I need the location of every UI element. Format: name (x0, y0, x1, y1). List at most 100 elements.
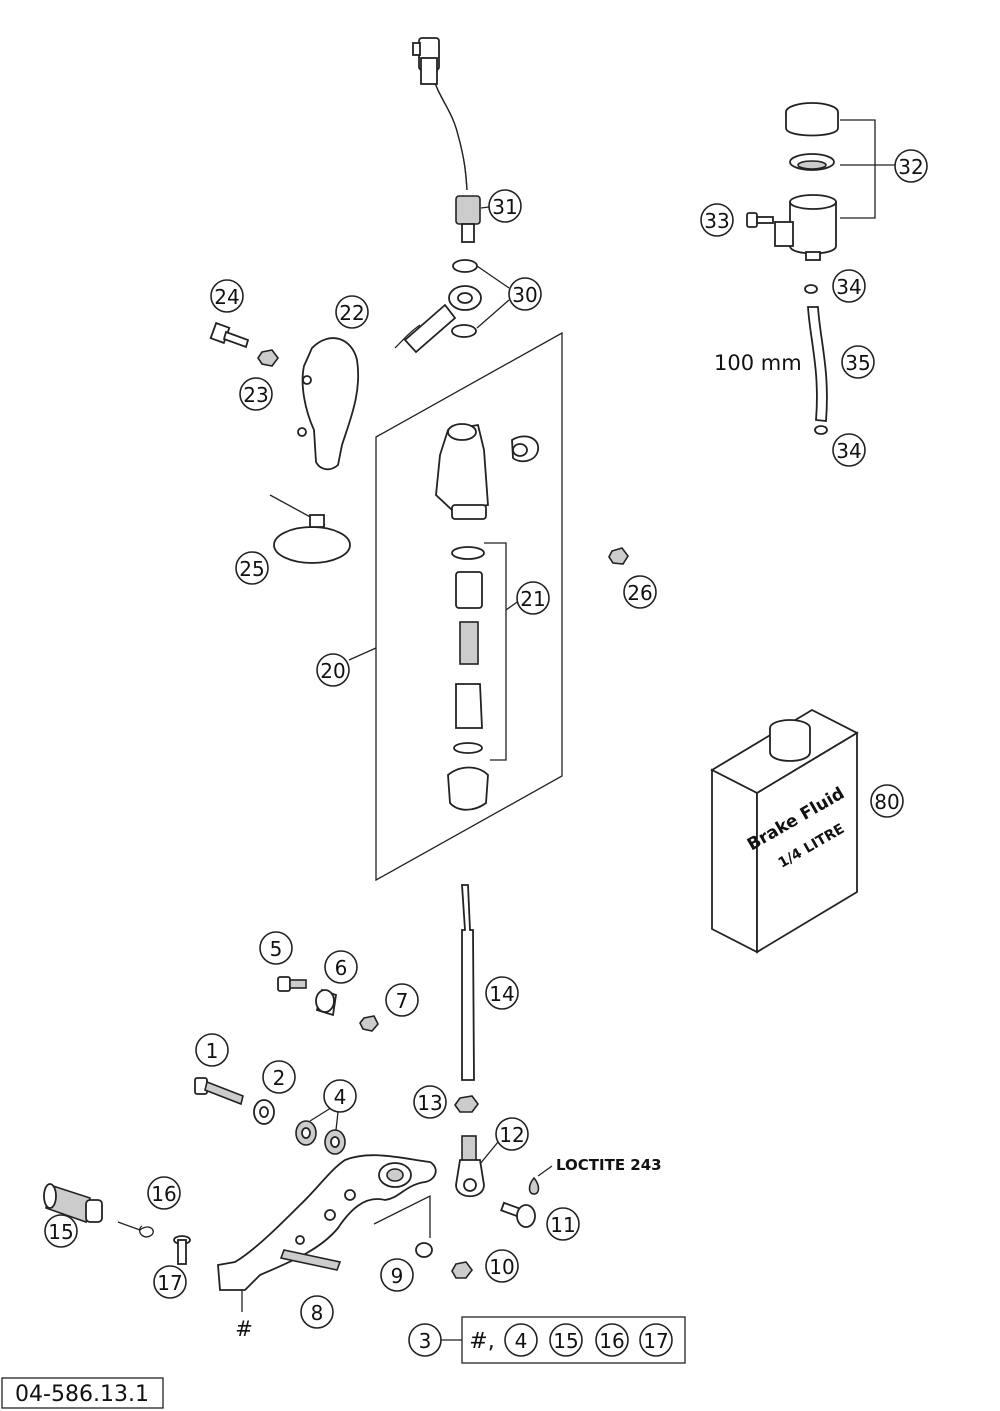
svg-text:1: 1 (206, 1039, 219, 1063)
callout-13: 13 (413, 1085, 447, 1119)
loctite-label: LOCTITE 243 (556, 1156, 662, 1174)
callout-4: 4 (323, 1079, 357, 1113)
svg-text:20: 20 (320, 659, 345, 683)
callout-25: 25 (235, 551, 269, 585)
return-spring-8 (279, 1249, 342, 1271)
reservoir-diaphragm (789, 153, 835, 171)
fork-head-12 (455, 1135, 485, 1198)
guard-22 (301, 337, 360, 471)
nut-13 (454, 1095, 479, 1113)
callout-80: 80 (870, 784, 904, 818)
kit-box (461, 1316, 686, 1364)
callout-14: 14 (485, 976, 519, 1010)
nut-26 (608, 547, 629, 565)
push-rod-14 (461, 884, 475, 1081)
pin-17 (173, 1235, 191, 1265)
svg-text:3: 3 (419, 1329, 432, 1353)
svg-text:30: 30 (512, 283, 537, 307)
callout-33: 33 (700, 203, 734, 237)
reservoir-cap (785, 102, 839, 137)
callout-2: 2 (262, 1060, 296, 1094)
hose-clamp-upper (804, 284, 818, 294)
svg-text:31: 31 (492, 195, 517, 219)
sleeve (455, 571, 483, 609)
callout-24: 24 (210, 279, 244, 313)
svg-text:5: 5 (270, 937, 283, 961)
reservoir-body (774, 194, 837, 261)
bolt-24 (209, 321, 250, 349)
callout-12: 12 (495, 1117, 529, 1151)
svg-text:15: 15 (48, 1220, 73, 1244)
callout-34-upper: 34 (832, 269, 866, 303)
diagram-code-box (1, 1377, 164, 1409)
bolt-1 (194, 1077, 244, 1106)
callout-26: 26 (623, 575, 657, 609)
callout-7: 7 (385, 983, 419, 1017)
o-ring (451, 546, 485, 560)
screw-5 (277, 976, 307, 992)
washer-9 (415, 1242, 433, 1258)
nut-23 (257, 349, 279, 367)
callout-8: 8 (300, 1295, 334, 1329)
cable-tie-25 (269, 494, 351, 564)
svg-text:12: 12 (499, 1123, 524, 1147)
callout-23: 23 (239, 377, 273, 411)
svg-text:16: 16 (151, 1182, 176, 1206)
nut-7 (359, 1015, 379, 1032)
svg-text:80: 80 (874, 790, 899, 814)
bearing-4 (295, 1120, 346, 1155)
svg-text:14: 14 (489, 982, 514, 1006)
bolt-11 (500, 1201, 536, 1228)
callout-30: 30 (508, 277, 542, 311)
svg-text:7: 7 (396, 989, 409, 1013)
kit-item-4: 4 (504, 1323, 538, 1357)
callout-6: 6 (324, 950, 358, 984)
svg-text:4: 4 (515, 1329, 528, 1353)
callout-22: 22 (335, 295, 369, 329)
callout-21: 21 (516, 581, 550, 615)
callout-34-lower: 34 (832, 433, 866, 467)
spring-16 (117, 1221, 154, 1238)
callout-31: 31 (488, 189, 522, 223)
svg-text:10: 10 (489, 1255, 514, 1279)
foot-tip-15 (43, 1183, 103, 1224)
hose-35 (807, 306, 828, 422)
svg-text:21: 21 (520, 587, 545, 611)
svg-text:35: 35 (845, 351, 870, 375)
brake-light-switch (412, 37, 481, 243)
svg-text:23: 23 (243, 383, 268, 407)
washer-2 (253, 1099, 275, 1125)
piston (455, 683, 483, 729)
callout-32: 32 (894, 149, 928, 183)
kit-hash: #, (469, 1329, 494, 1354)
svg-text:13: 13 (417, 1091, 442, 1115)
washers-banjo-fitting (394, 259, 482, 354)
svg-text:32: 32 (898, 155, 923, 179)
svg-text:15: 15 (553, 1329, 578, 1353)
screw-33 (746, 212, 774, 228)
brake-fluid-bottle: Brake Fluid 1/4 LITRE (710, 708, 859, 954)
callout-1: 1 (195, 1033, 229, 1067)
circlip (453, 742, 483, 754)
callout-20: 20 (316, 653, 350, 687)
svg-text:26: 26 (627, 581, 652, 605)
svg-text:34: 34 (836, 275, 861, 299)
svg-text:2: 2 (273, 1066, 286, 1090)
svg-text:24: 24 (214, 285, 239, 309)
master-cylinder-group-outline (375, 331, 563, 882)
callout-17: 17 (153, 1265, 187, 1299)
callout-3: 3 (408, 1323, 442, 1357)
kit-item-15: 15 (549, 1323, 583, 1357)
svg-text:17: 17 (157, 1271, 182, 1295)
callout-11: 11 (546, 1207, 580, 1241)
kit-item-16: 16 (595, 1323, 629, 1357)
svg-text:6: 6 (335, 956, 348, 980)
nut-10 (451, 1261, 473, 1279)
kit-item-17: 17 (639, 1323, 673, 1357)
bushing-6 (315, 988, 337, 1017)
master-cylinder-body (435, 423, 539, 520)
svg-text:22: 22 (339, 301, 364, 325)
svg-text:16: 16 (599, 1329, 624, 1353)
dust-boot (447, 766, 489, 811)
